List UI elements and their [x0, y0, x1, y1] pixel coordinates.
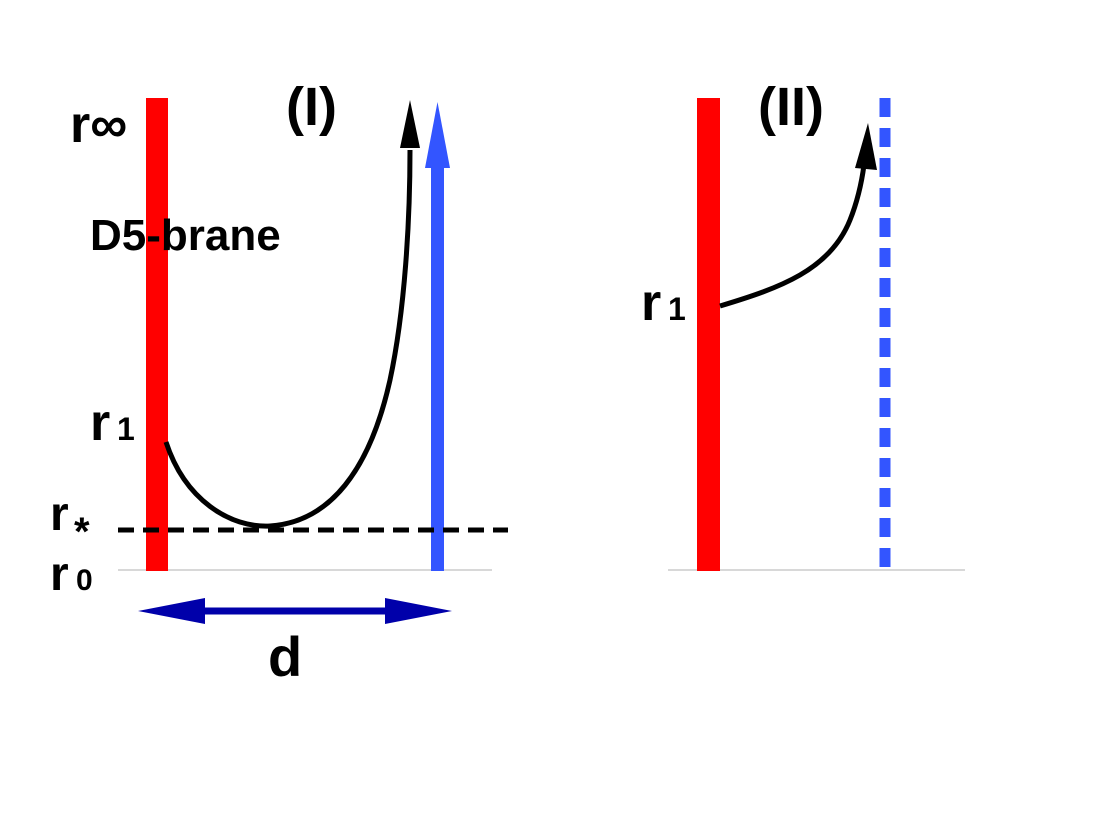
- r-zero-label: r 0: [50, 548, 93, 601]
- svg-text:1: 1: [117, 411, 135, 447]
- string-arrowhead-panel-2: [855, 123, 877, 170]
- r-one-label-panel-2: r 1: [641, 274, 686, 332]
- r-infinity-label: r∞: [70, 96, 127, 154]
- r-one-label-panel-1: r 1: [90, 394, 135, 452]
- svg-text:r: r: [90, 394, 110, 452]
- panel-2-title: (II): [758, 77, 824, 137]
- svg-text:r: r: [50, 488, 69, 541]
- panel-1: (I) D5-brane r∞ r 1 r * r 0 d: [50, 77, 508, 688]
- flavor-brane-arrow: [425, 102, 450, 571]
- d5-brane-bar: [146, 98, 168, 571]
- svg-text:r: r: [50, 548, 69, 601]
- d5-brane-label: D5-brane: [90, 211, 281, 260]
- string-curve-panel-2: [719, 164, 867, 309]
- panel-1-title: (I): [286, 77, 337, 137]
- svg-text:1: 1: [668, 291, 686, 327]
- r-star-label: r *: [50, 488, 90, 554]
- string-curve: [163, 149, 413, 529]
- separation-label: d: [268, 625, 302, 688]
- svg-text:*: *: [74, 510, 90, 554]
- string-arrowhead: [400, 100, 420, 148]
- separation-arrow: [138, 598, 452, 624]
- d5-brane-bar-panel-2: [697, 98, 720, 571]
- svg-text:0: 0: [76, 564, 93, 597]
- svg-text:r: r: [641, 274, 661, 332]
- panel-2: (II) r 1: [641, 77, 965, 571]
